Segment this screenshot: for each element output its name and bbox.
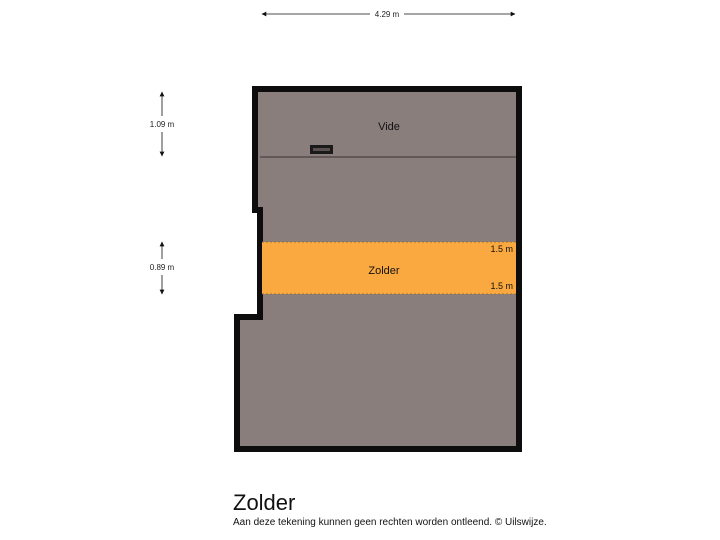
disclaimer-text: Aan deze tekening kunnen geen rechten wo…	[233, 517, 547, 528]
zolder-headroom-zone	[262, 242, 516, 294]
vide-height-dimension-label: 1.09 m	[150, 120, 175, 129]
headroom-label-bottom: 1.5 m	[490, 281, 513, 291]
headroom-label-top: 1.5 m	[490, 244, 513, 254]
room-label-vide: Vide	[378, 121, 400, 133]
floor-title: Zolder	[233, 490, 296, 515]
width-dimension-label: 4.29 m	[375, 10, 400, 19]
room-label-zolder: Zolder	[368, 265, 400, 277]
roof-window-glass	[313, 148, 330, 151]
zolder-height-dimension-label: 0.89 m	[150, 263, 175, 272]
